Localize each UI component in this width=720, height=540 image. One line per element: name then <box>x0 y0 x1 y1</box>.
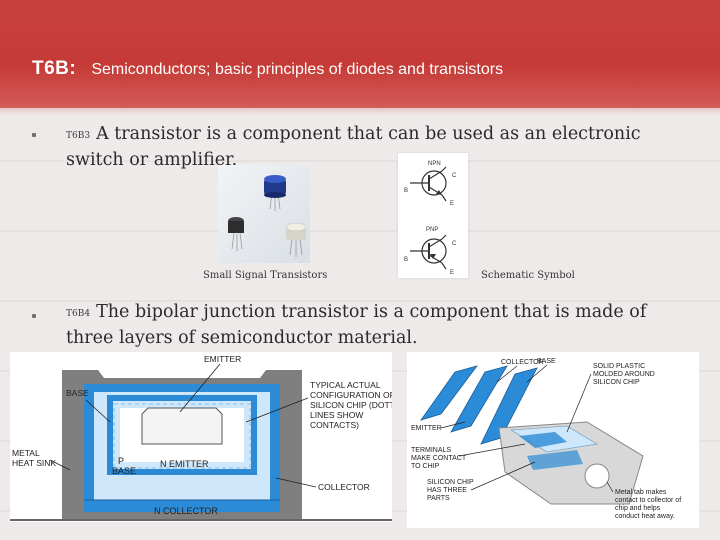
npn-label: NPN <box>428 161 441 167</box>
heatsink-label-2: HEAT SINK <box>12 458 56 468</box>
bullet-body-2: The bipolar junction transistor is a com… <box>66 302 647 348</box>
terminals-label-3: TO CHIP <box>411 463 440 470</box>
bullet-marker <box>32 314 36 318</box>
n-collector-label: N COLLECTOR <box>154 506 218 516</box>
silicon-label-1: SILICON CHIP <box>427 479 474 486</box>
metal-tab-label-1: Metal tab makes <box>615 489 667 496</box>
pnp-label: PNP <box>426 227 438 233</box>
silicon-label-3: PARTS <box>427 495 450 502</box>
title-subtitle: Semiconductors; basic principles of diod… <box>91 61 504 78</box>
symbol-caption: Schematic Symbol <box>481 270 575 281</box>
transistor-photo <box>218 165 310 263</box>
schematic-symbol: NPN B C E PNP B C E <box>398 153 468 278</box>
p-base-label: BASE <box>112 466 136 476</box>
npn-base-label: B <box>404 188 408 194</box>
solid-label-1: SOLID PLASTIC <box>593 363 645 370</box>
title-banner-fade <box>0 108 720 116</box>
base-label: BASE <box>66 388 89 398</box>
bullet-marker <box>32 133 36 137</box>
pnp-emitter-label: E <box>450 270 454 276</box>
typical-label-3: SILICON CHIP (DOTTED <box>310 400 392 410</box>
p-label: P <box>118 456 124 466</box>
metal-tab-label-2: contact to collector of <box>615 497 681 504</box>
bullet-body-1: A transistor is a component that can be … <box>66 124 641 170</box>
typical-label-1: TYPICAL ACTUAL <box>310 380 381 390</box>
solid-label-3: SILICON CHIP <box>593 379 640 386</box>
typical-label-2: CONFIGURATION OF <box>310 390 392 400</box>
slide-title: T6B: Semiconductors; basic principles of… <box>32 58 503 80</box>
transistor-package-diagram: COLLECTOR BASE SOLID PLASTIC MOLDED AROU… <box>407 352 699 528</box>
emitter-label: EMITTER <box>411 425 442 432</box>
terminals-label-2: MAKE CONTACT <box>411 455 467 462</box>
metal-tab-label-4: conduct heat away. <box>615 513 675 520</box>
bullet-tag-2: T6B4 <box>66 309 91 319</box>
npn-emitter-label: E <box>450 201 454 207</box>
silicon-label-2: HAS THREE <box>427 487 467 494</box>
terminals-label-1: TERMINALS <box>411 447 451 454</box>
collector-label: COLLECTOR <box>501 359 544 366</box>
bullet-tag-1: T6B3 <box>66 131 91 141</box>
pnp-collector-label: C <box>452 241 457 247</box>
base-label: BASE <box>537 358 556 365</box>
title-banner <box>0 0 720 108</box>
solid-label-2: MOLDED AROUND <box>593 371 655 378</box>
typical-label-4: LINES SHOW <box>310 410 363 420</box>
pnp-base-label: B <box>404 257 408 263</box>
npn-collector-label: C <box>452 173 457 179</box>
emitter-label: EMITTER <box>204 354 241 364</box>
transistor-cross-section-diagram: EMITTER BASE TYPICAL ACTUAL CONFIGURATIO… <box>10 352 392 522</box>
collector-label: COLLECTOR <box>318 482 370 492</box>
n-emitter-label: N EMITTER <box>160 459 209 469</box>
metal-tab-label-3: chip and helps <box>615 505 661 512</box>
heatsink-label-1: METAL <box>12 448 40 458</box>
title-code: T6B: <box>32 58 77 79</box>
typical-label-5: CONTACTS) <box>310 420 359 430</box>
photo-caption: Small Signal Transistors <box>203 270 328 281</box>
